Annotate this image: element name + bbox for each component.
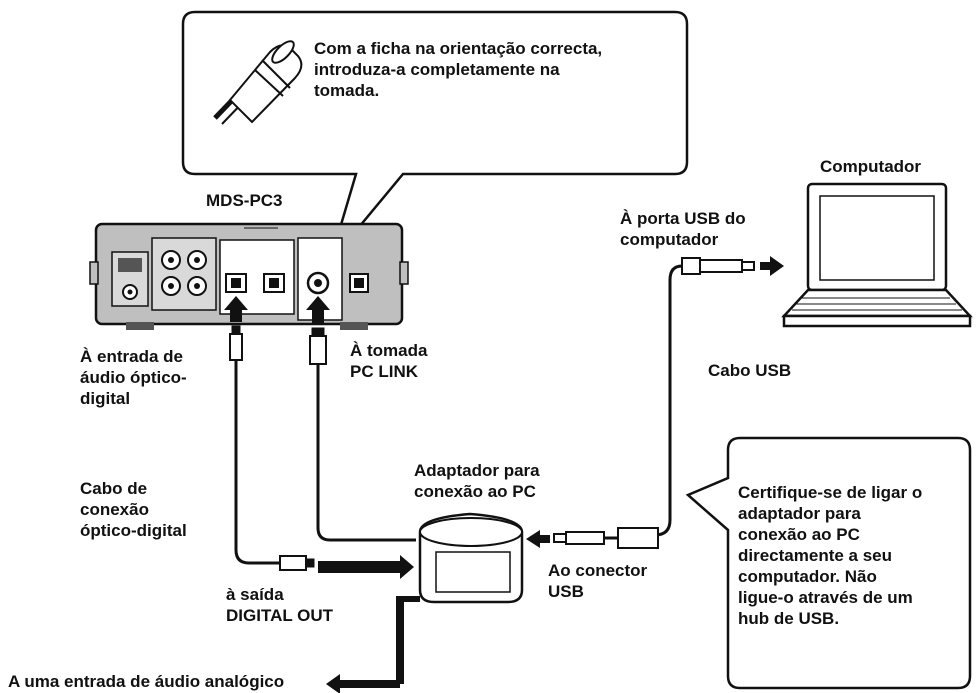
callout-plug-instruction: Com a ficha na orientação correcta, intr… (314, 39, 603, 100)
top-callout-bubble (181, 10, 689, 263)
usb-port-label: À porta USB do computador (620, 209, 746, 249)
usb-connector-label: Ao conector USB (548, 561, 648, 601)
computer-icon (781, 182, 973, 328)
optical-cable (229, 325, 315, 571)
optical-input-label: À entrada de áudio óptico- digital (80, 347, 187, 408)
pc-adapter (418, 512, 524, 604)
arrow-to-computer (760, 256, 784, 276)
arrow-digital-out (318, 555, 414, 579)
plug-icon (213, 40, 303, 125)
arrow-analog-output (326, 596, 420, 693)
callout-usb-warning: Certifique-se de ligar o adaptador para … (738, 483, 923, 628)
optical-cable-label: Cabo de conexão óptico-digital (80, 479, 187, 540)
usb-cable (553, 257, 755, 549)
pc-link-cable (309, 327, 416, 542)
usb-cable-label: Cabo USB (708, 361, 792, 380)
device-label: MDS-PC3 (206, 191, 283, 210)
arrow-optical-input (224, 296, 248, 322)
computer-label: Computador (820, 157, 922, 176)
right-callout-bubble (685, 436, 972, 690)
digital-out-label: à saída DIGITAL OUT (226, 585, 334, 625)
arrow-usb-connector (526, 530, 550, 548)
pc-link-label: À tomada PC LINK (350, 341, 428, 381)
mds-pc3-device (89, 222, 409, 330)
analog-input-label: A uma entrada de áudio analógico (8, 672, 285, 691)
adapter-label: Adaptador para conexão ao PC (414, 461, 540, 501)
arrow-pc-link (306, 296, 330, 324)
